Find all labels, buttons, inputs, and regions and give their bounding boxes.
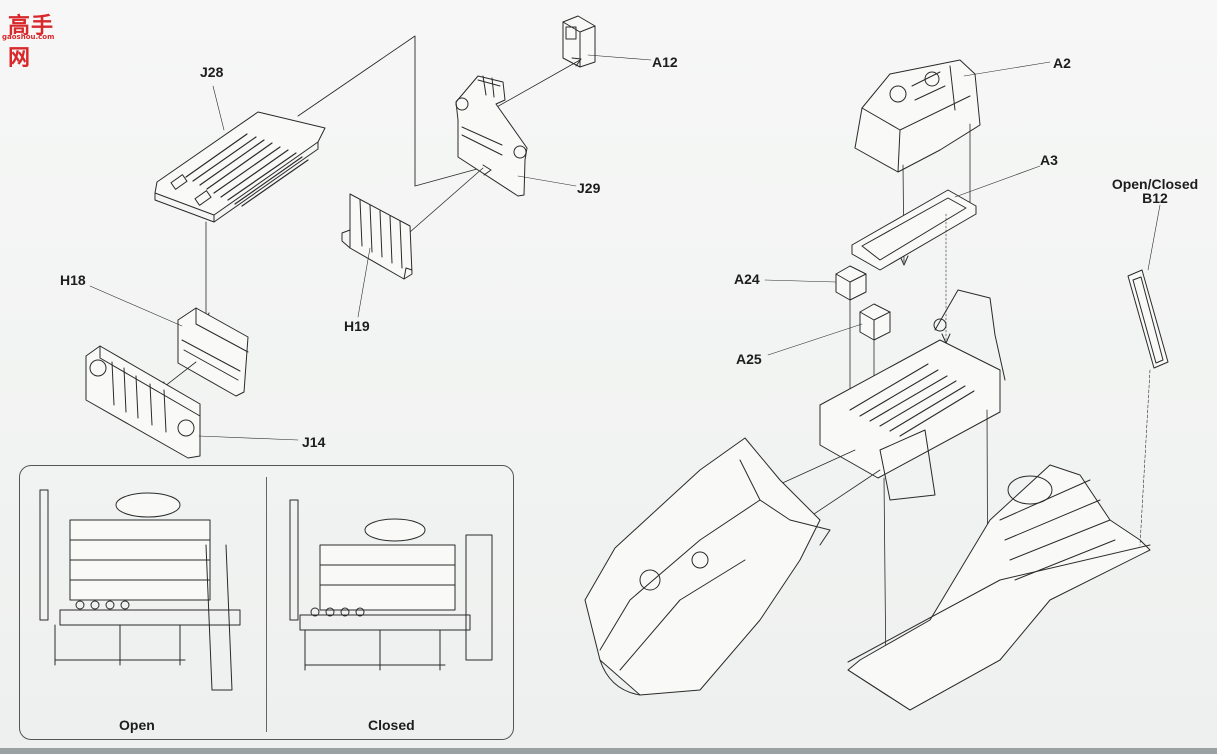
- inset-divider: [266, 477, 267, 732]
- inset-panel: [19, 465, 514, 740]
- site-watermark-logo: 高手网 gaoshou.com: [2, 8, 68, 71]
- part-j28-plate: [154, 111, 326, 223]
- label-b12: B12: [1142, 190, 1168, 206]
- part-a2-housing: [854, 59, 981, 173]
- hull-rear-assembly: [847, 464, 1151, 711]
- label-a3: A3: [1040, 152, 1058, 168]
- label-a12: A12: [652, 54, 678, 70]
- part-j14: [85, 345, 201, 459]
- watermark-url: gaoshou.com: [2, 33, 55, 41]
- label-a25: A25: [736, 351, 762, 367]
- hull-front-assembly: [584, 437, 831, 696]
- label-a2: A2: [1053, 55, 1071, 71]
- label-h18: H18: [60, 272, 86, 288]
- part-j29-bracket: [455, 75, 528, 197]
- caption-closed: Closed: [368, 717, 415, 733]
- watermark-mark: 高手网: [8, 14, 55, 71]
- label-j28: J28: [200, 64, 224, 80]
- inset-closed-illustration: [289, 499, 493, 671]
- label-j14: J14: [302, 434, 326, 450]
- caption-open: Open: [119, 717, 155, 733]
- label-h19: H19: [344, 318, 370, 334]
- part-a24-block: [835, 265, 867, 301]
- label-j29: J29: [577, 180, 601, 196]
- part-b12-plate: [1127, 269, 1169, 369]
- part-h19-frame: [341, 193, 413, 280]
- label-b12-state: Open/Closed: [1111, 176, 1199, 192]
- part-a25-block: [859, 303, 891, 341]
- inset-open-illustration: [39, 489, 241, 691]
- sheet-edge: [0, 748, 1217, 754]
- assembled-rack: [819, 289, 1006, 501]
- label-a24: A24: [734, 271, 760, 287]
- part-a12-block: [562, 15, 596, 68]
- part-h18: [177, 307, 249, 397]
- part-a3-gasket: [851, 189, 977, 271]
